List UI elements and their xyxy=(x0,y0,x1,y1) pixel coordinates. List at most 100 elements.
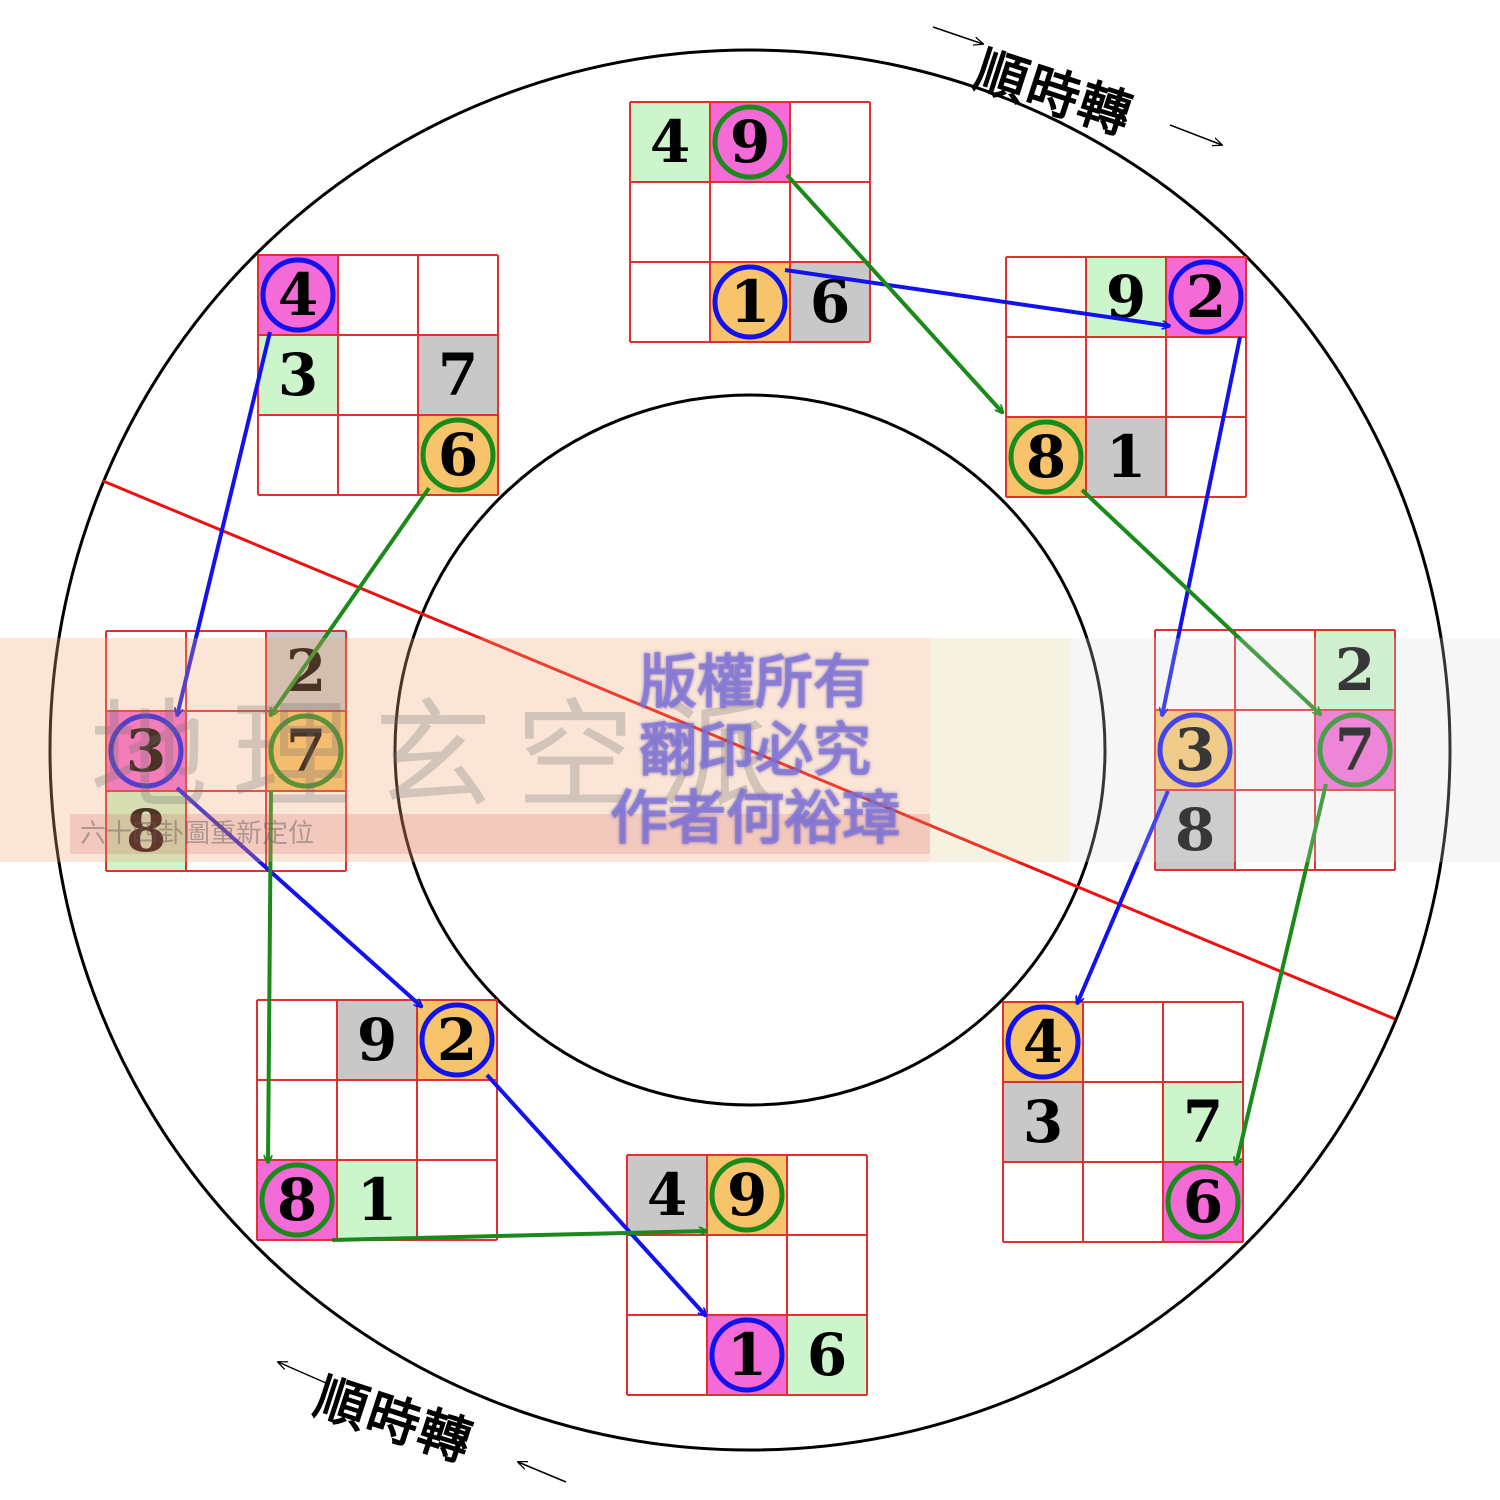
star-number: 6 xyxy=(1183,1168,1223,1236)
star-ring-blue xyxy=(709,1317,785,1393)
grid-cell-fill xyxy=(1315,630,1395,710)
grid-cell-fill xyxy=(266,631,346,711)
star-ring-green xyxy=(268,713,344,789)
blue-flow-arrow xyxy=(485,1073,706,1316)
star-number: 8 xyxy=(1175,796,1215,864)
grid-cell-fill xyxy=(1003,1082,1083,1162)
star-number: 8 xyxy=(277,1166,317,1234)
star-number: 2 xyxy=(437,1006,477,1074)
grid-cell-fill xyxy=(337,1160,417,1240)
star-number: 1 xyxy=(730,268,770,336)
star-number: 4 xyxy=(278,261,318,329)
direction-arrow-top-right xyxy=(1169,124,1222,145)
grid-cell-fill xyxy=(1003,1002,1083,1082)
grid-cell-fill xyxy=(1086,417,1166,497)
star-ring-blue xyxy=(1005,1004,1081,1080)
blue-flow-arrow xyxy=(175,786,422,1007)
green-flow-arrow xyxy=(1080,488,1321,715)
star-ring-blue xyxy=(260,257,336,333)
star-number: 4 xyxy=(650,108,690,176)
grid-cell-fill xyxy=(710,262,790,342)
star-ring-blue xyxy=(108,713,184,789)
grid-cell-fill xyxy=(258,255,338,335)
star-number: 3 xyxy=(126,717,166,785)
grid-cell-fill xyxy=(106,791,186,871)
blue-flow-arrow xyxy=(1075,790,1170,1004)
green-flow-arrow xyxy=(268,789,273,1163)
grid-cell-fill xyxy=(710,102,790,182)
grid-cell-fill xyxy=(106,711,186,791)
blue-flow-arrow xyxy=(1162,336,1242,716)
star-ring-green xyxy=(712,104,788,180)
star-ring-green xyxy=(709,1157,785,1233)
grid-lower-right: 4 3 7 6 xyxy=(1002,1001,1244,1243)
star-number: 3 xyxy=(278,341,318,409)
green-flow-arrow xyxy=(1236,783,1328,1165)
star-ring-green xyxy=(1008,419,1084,495)
grid-cell-fill xyxy=(1006,417,1086,497)
green-flow-arrow xyxy=(785,173,1003,413)
star-ring-blue xyxy=(1157,712,1233,788)
direction-arrow-bottom-right xyxy=(518,1462,567,1483)
green-flow-arrow xyxy=(331,1231,707,1242)
direction-arrow-top-left xyxy=(932,26,983,44)
star-number: 6 xyxy=(438,421,478,489)
inner-ring xyxy=(393,393,1107,1107)
grid-cell-fill xyxy=(1315,710,1395,790)
star-number: 7 xyxy=(286,717,326,785)
star-ring-green xyxy=(1317,712,1393,788)
star-number: 8 xyxy=(126,797,166,865)
grid-cell-fill xyxy=(1163,1082,1243,1162)
grid-cell-fill xyxy=(418,415,498,495)
green-flow-arrow xyxy=(268,486,431,716)
star-number: 6 xyxy=(807,1321,847,1389)
grid-cell-fill xyxy=(266,711,346,791)
grid-cell-fill xyxy=(707,1315,787,1395)
grid-cell-fill xyxy=(337,1000,417,1080)
star-ring-green xyxy=(259,1162,335,1238)
grid-cell-fill xyxy=(630,102,710,182)
star-ring-blue xyxy=(712,264,788,340)
star-ring-blue xyxy=(1168,259,1244,335)
grid-cell-fill xyxy=(707,1155,787,1235)
star-ring-blue xyxy=(419,1002,495,1078)
star-ring-green xyxy=(420,417,496,493)
star-number: 7 xyxy=(438,341,478,409)
star-number: 3 xyxy=(1023,1088,1063,1156)
blue-flow-arrow xyxy=(784,268,1170,326)
grid-cell-fill xyxy=(1163,1162,1243,1242)
star-number: 8 xyxy=(1026,423,1066,491)
star-number: 1 xyxy=(727,1321,767,1389)
grid-cell-fill xyxy=(258,335,338,415)
star-number: 7 xyxy=(1183,1088,1223,1156)
divider-line xyxy=(102,479,1396,1021)
star-number: 1 xyxy=(1106,423,1146,491)
direction-arrow-bottom-left xyxy=(278,1362,327,1384)
star-number: 1 xyxy=(357,1166,397,1234)
star-number: 2 xyxy=(1186,263,1226,331)
outer-ring xyxy=(48,48,1452,1452)
star-number: 3 xyxy=(1175,716,1215,784)
grid-upper-left: 4 3 7 6 xyxy=(257,254,499,496)
star-number: 7 xyxy=(1335,716,1375,784)
star-number: 9 xyxy=(357,1006,397,1074)
grid-cell-fill xyxy=(1166,257,1246,337)
grid-cell-fill xyxy=(418,335,498,415)
grid-cell-fill xyxy=(1155,790,1235,870)
star-number: 4 xyxy=(1023,1008,1063,1076)
blue-flow-arrow xyxy=(177,331,272,716)
grid-cell-fill xyxy=(627,1155,707,1235)
grid-cell-fill xyxy=(417,1000,497,1080)
star-ring-green xyxy=(1165,1164,1241,1240)
grid-cell-fill xyxy=(257,1160,337,1240)
grid-cell-fill xyxy=(1155,710,1235,790)
star-number: 9 xyxy=(727,1161,767,1229)
star-number: 2 xyxy=(1335,636,1375,704)
